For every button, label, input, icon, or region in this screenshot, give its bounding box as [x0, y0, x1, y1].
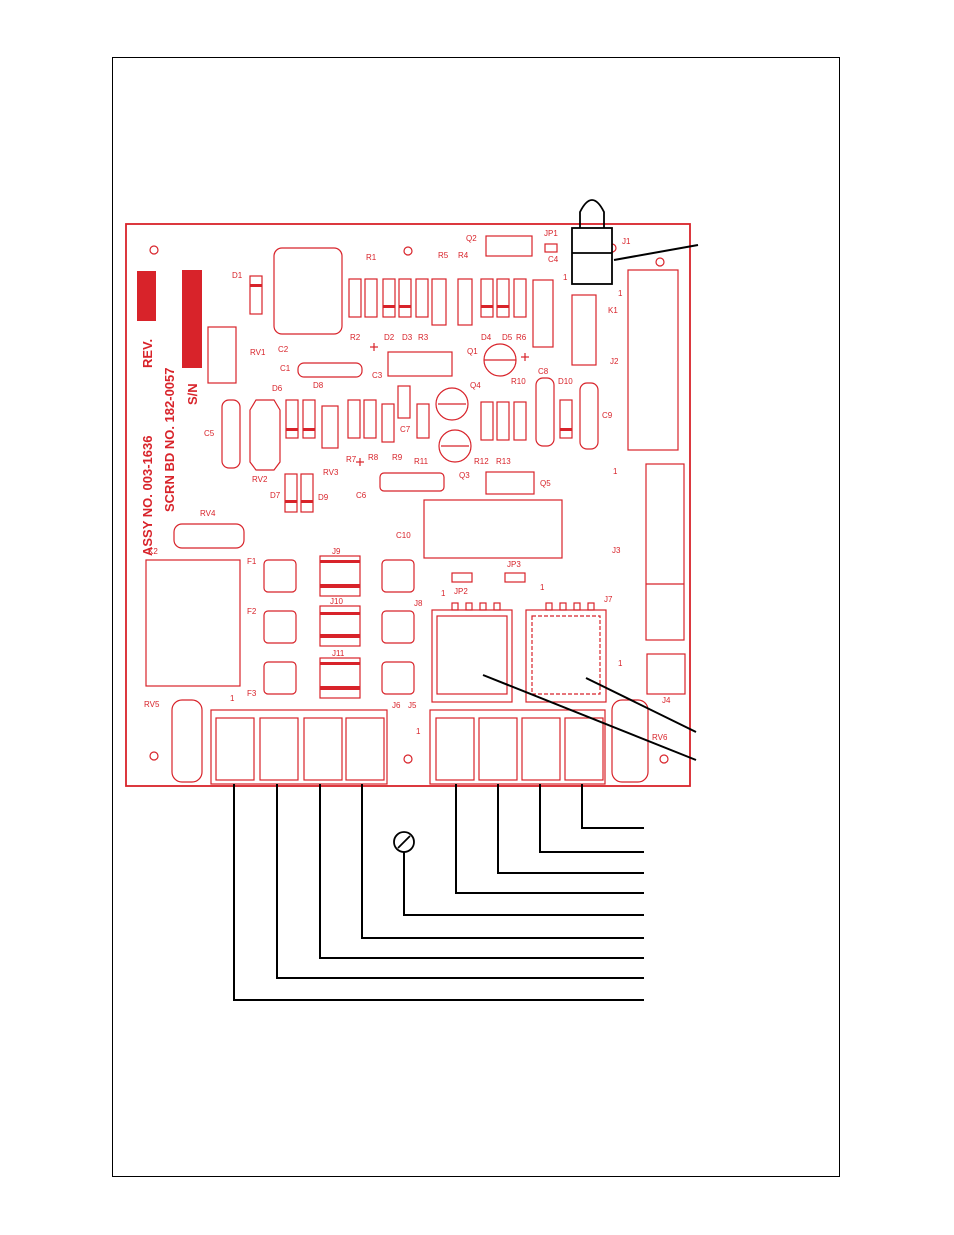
label-c8: C8 — [538, 367, 549, 376]
label-jp1: JP1 — [544, 229, 558, 238]
label-j4: J4 — [662, 696, 671, 705]
label-d7: D7 — [270, 491, 281, 500]
label-r12: R12 — [474, 457, 489, 466]
label-j7: J7 — [604, 595, 613, 604]
label-f1: F1 — [247, 557, 257, 566]
label-f3: F3 — [247, 689, 257, 698]
label-r2: R2 — [350, 333, 361, 342]
label-r6: R6 — [516, 333, 527, 342]
screen-board-number: SCRN BD NO. 182-0057 — [162, 368, 177, 513]
label-d2: D2 — [384, 333, 395, 342]
label-d3: D3 — [402, 333, 413, 342]
leader-lines — [482, 244, 699, 761]
label-one-b: 1 — [618, 289, 623, 298]
label-r8: R8 — [368, 453, 379, 462]
label-rv6: RV6 — [652, 733, 668, 742]
label-q4: Q4 — [470, 381, 481, 390]
label-j5: J5 — [408, 701, 417, 710]
component-stripes — [250, 284, 572, 503]
transistor-flats — [356, 343, 529, 466]
label-j8: J8 — [414, 599, 423, 608]
label-j1: J1 — [622, 237, 631, 246]
label-k2: K2 — [148, 547, 158, 556]
label-r10: R10 — [511, 377, 526, 386]
label-rv1: RV1 — [250, 348, 266, 357]
label-q1: Q1 — [467, 347, 478, 356]
label-one-d: 1 — [540, 583, 545, 592]
label-d8: D8 — [313, 381, 324, 390]
label-one-a: 1 — [563, 273, 568, 282]
j1-plug — [571, 199, 613, 285]
label-r7: R7 — [346, 455, 357, 464]
label-j2: J2 — [610, 357, 619, 366]
label-q5: Q5 — [540, 479, 551, 488]
label-j6: J6 — [392, 701, 401, 710]
headers-j8-j7 — [431, 602, 607, 703]
wire-harness — [233, 784, 644, 1001]
label-r13: R13 — [496, 457, 511, 466]
label-d1: D1 — [232, 271, 243, 280]
label-r11: R11 — [414, 457, 429, 466]
fuse-block — [263, 555, 526, 699]
label-c7: C7 — [400, 425, 411, 434]
label-rv2: RV2 — [252, 475, 268, 484]
label-d9: D9 — [318, 493, 329, 502]
label-rv5: RV5 — [144, 700, 160, 709]
label-c10: C10 — [396, 531, 411, 540]
label-one-c: 1 — [613, 467, 618, 476]
label-q2: Q2 — [466, 234, 477, 243]
label-rv4: RV4 — [200, 509, 216, 518]
label-c2: C2 — [278, 345, 289, 354]
terminal-blocks — [171, 699, 606, 785]
label-j10: J10 — [330, 597, 343, 606]
sn-label: S/N — [185, 383, 200, 405]
fuse-stripes — [320, 560, 360, 690]
label-d4: D4 — [481, 333, 492, 342]
label-k1: K1 — [608, 306, 618, 315]
label-rv3: RV3 — [323, 468, 339, 477]
label-c3: C3 — [372, 371, 383, 380]
label-c4: C4 — [548, 255, 559, 264]
label-one-g: 1 — [230, 694, 235, 703]
assy-number: ASSY NO. 003-1636 — [140, 436, 155, 556]
label-q3: Q3 — [459, 471, 470, 480]
label-c1: C1 — [280, 364, 291, 373]
page-frame — [112, 57, 840, 1177]
label-jp2: JP2 — [454, 587, 468, 596]
label-r9: R9 — [392, 453, 403, 462]
label-one-f: 1 — [618, 659, 623, 668]
label-f2: F2 — [247, 607, 257, 616]
label-jp3: JP3 — [507, 560, 521, 569]
sn-block — [182, 270, 202, 368]
label-c5: C5 — [204, 429, 215, 438]
label-c9: C9 — [602, 411, 613, 420]
ground-symbol — [393, 831, 415, 853]
rev-block — [137, 271, 156, 321]
components-top — [145, 235, 599, 687]
label-j9: J9 — [332, 547, 341, 556]
label-r1: R1 — [366, 253, 377, 262]
label-d5: D5 — [502, 333, 513, 342]
label-one-e: 1 — [441, 589, 446, 598]
label-r4: R4 — [458, 251, 469, 260]
label-one-h: 1 — [416, 727, 421, 736]
label-r3: R3 — [418, 333, 429, 342]
label-j11: J11 — [332, 649, 345, 658]
rev-label: REV. — [140, 339, 155, 368]
label-c6: C6 — [356, 491, 367, 500]
label-j3: J3 — [612, 546, 621, 555]
label-r5: R5 — [438, 251, 449, 260]
component-labels: Q2 JP1 J1 C4 D1 R1 R5 R4 1 1 K1 R2 D2 D3… — [144, 229, 671, 742]
label-d10: D10 — [558, 377, 573, 386]
label-d6: D6 — [272, 384, 283, 393]
